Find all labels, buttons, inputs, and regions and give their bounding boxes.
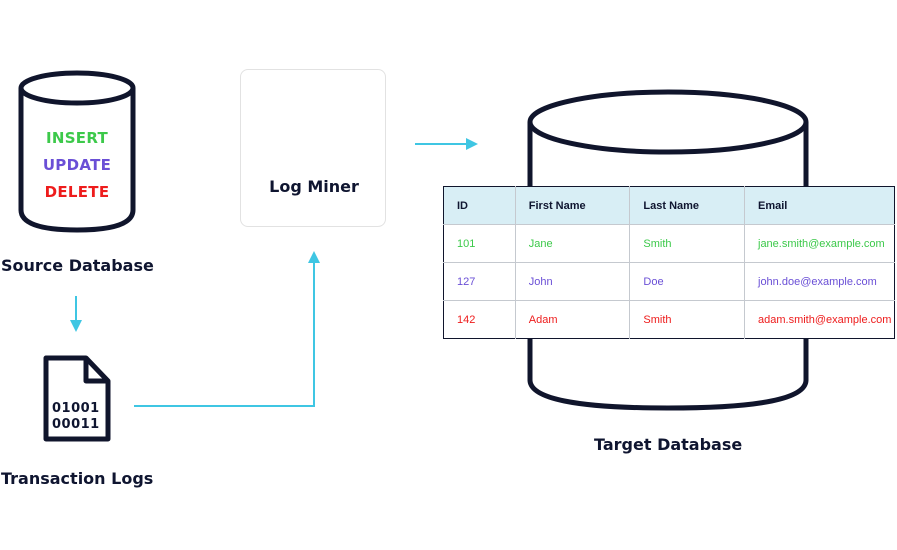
log-miner-label: Log Miner: [269, 177, 359, 196]
cell-email: adam.smith@example.com: [758, 313, 892, 326]
arrow-logs-to-miner: [134, 251, 320, 407]
cell-id: 127: [443, 262, 516, 301]
table-row: 142 Adam Smith adam.smith@example.com: [443, 300, 895, 339]
cell-first-name: Adam: [515, 300, 631, 339]
document-icon: [43, 355, 111, 442]
binary-line-2: 00011: [52, 417, 100, 432]
cell-id: 142: [443, 300, 516, 339]
cell-email: john.doe@example.com: [744, 262, 895, 301]
cell-last-name: Smith: [629, 300, 745, 339]
transaction-logs-label: Transaction Logs: [1, 469, 154, 488]
column-header-id: ID: [443, 186, 516, 225]
column-header-last-name: Last Name: [629, 186, 745, 225]
column-header-email: Email: [744, 186, 895, 225]
operation-update: UPDATE: [42, 156, 112, 174]
target-database-icon: [527, 89, 809, 411]
source-database-icon: [18, 70, 136, 233]
cell-first-name: John: [515, 262, 631, 301]
target-database-label: Target Database: [594, 435, 743, 454]
binary-line-1: 01001: [52, 401, 100, 416]
table-header-row: ID First Name Last Name Email: [443, 186, 895, 225]
arrow-source-to-logs: [70, 296, 82, 332]
cell-last-name: Doe: [629, 262, 745, 301]
table-row: 127 John Doe john.doe@example.com: [443, 262, 895, 301]
cell-last-name: Smith: [629, 224, 745, 263]
log-miner-card: Log Miner: [240, 69, 386, 227]
cell-email: jane.smith@example.com: [744, 224, 895, 263]
cell-first-name: Jane: [515, 224, 631, 263]
column-header-first-name: First Name: [515, 186, 631, 225]
table-row: 101 Jane Smith jane.smith@example.com: [443, 224, 895, 263]
operation-delete: DELETE: [44, 183, 110, 201]
arrow-miner-to-target: [415, 138, 478, 150]
target-table: ID First Name Last Name Email 101 Jane S…: [443, 186, 895, 339]
operation-insert: INSERT: [45, 129, 109, 147]
source-database-label: Source Database: [1, 256, 154, 275]
cell-id: 101: [443, 224, 516, 263]
